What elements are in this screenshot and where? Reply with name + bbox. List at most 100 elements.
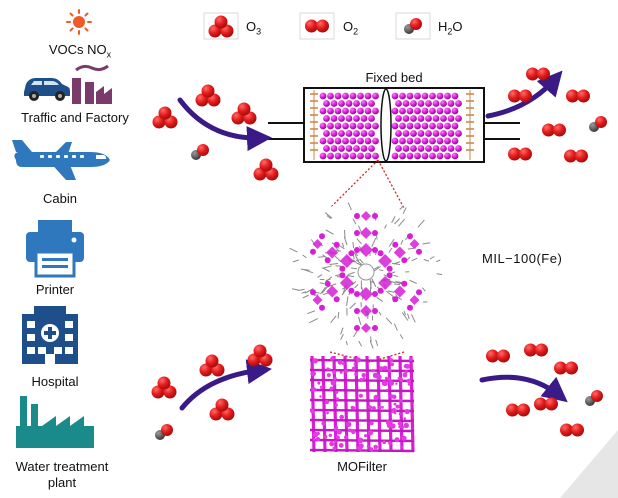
bead <box>327 137 334 145</box>
fiber-particle <box>326 373 331 378</box>
linker <box>417 219 425 228</box>
linker <box>400 239 404 245</box>
bead <box>444 92 451 100</box>
fiber-particle <box>351 366 356 371</box>
linker <box>435 259 441 263</box>
fiber-particle <box>361 373 366 378</box>
fiber-particle <box>399 378 404 382</box>
bead <box>364 92 372 100</box>
linker <box>302 254 307 259</box>
cluster <box>339 276 354 290</box>
bead <box>364 107 372 115</box>
fiber-particle <box>354 372 359 377</box>
fiber-particle <box>403 422 409 429</box>
bead <box>360 115 368 122</box>
bead <box>327 107 334 115</box>
cluster-node <box>319 304 325 311</box>
bead <box>345 115 353 122</box>
cluster-node <box>348 287 355 294</box>
bead <box>330 130 338 137</box>
cluster-node <box>354 230 360 236</box>
linker <box>391 216 396 223</box>
cluster <box>359 243 373 257</box>
fiber-particle <box>353 362 357 366</box>
mof-clusters <box>310 211 422 333</box>
cluster <box>359 287 373 301</box>
bead <box>334 107 342 115</box>
linker <box>340 327 344 335</box>
legend-o2-label: O2 <box>343 19 359 37</box>
bead <box>372 107 379 115</box>
fiber-horizontal <box>309 418 415 423</box>
fiber-particle <box>393 402 397 406</box>
fiber-particle <box>407 382 411 386</box>
fiber-particle <box>323 434 328 439</box>
bead <box>349 137 357 145</box>
bead <box>319 92 327 100</box>
linker <box>344 229 346 239</box>
fiber-particle <box>338 443 344 448</box>
cluster-node <box>324 257 331 264</box>
bead <box>353 115 360 122</box>
linker <box>351 281 357 286</box>
bead <box>368 130 375 137</box>
linker <box>347 271 355 275</box>
linker <box>398 218 405 227</box>
cluster <box>326 285 339 298</box>
bead <box>417 100 425 107</box>
fiber-particle <box>390 423 396 429</box>
fiber-particle <box>312 358 318 364</box>
fiber-particle <box>395 404 400 409</box>
mofilter-fibers <box>309 355 415 453</box>
fiber-particle <box>333 376 337 381</box>
bead <box>440 100 447 107</box>
bead <box>323 115 330 122</box>
linker <box>371 278 377 288</box>
bead <box>429 107 436 115</box>
cluster-node <box>407 233 413 240</box>
fiber-particle <box>395 382 398 385</box>
fiber-particle <box>388 380 395 386</box>
linker <box>373 266 380 270</box>
linker <box>297 288 305 291</box>
fiber-horizontal <box>309 368 415 373</box>
bead <box>372 122 379 130</box>
bead <box>447 145 455 152</box>
cluster-node <box>310 248 316 255</box>
fiber-particle <box>321 421 327 426</box>
linker <box>308 318 319 324</box>
fiber-particle <box>329 386 334 391</box>
traffic-factory-label: Traffic and Factory <box>21 110 129 125</box>
cluster-node <box>372 230 378 236</box>
bead <box>353 130 360 137</box>
bead <box>391 137 399 145</box>
bead <box>451 107 459 115</box>
linker <box>388 238 395 247</box>
linker <box>340 333 344 341</box>
legend-o3-molecule <box>208 15 234 38</box>
linker <box>302 294 310 299</box>
fixed-bed-reactor <box>268 87 520 163</box>
fiber-particle <box>350 405 355 410</box>
linker <box>429 256 435 260</box>
linker <box>358 340 363 347</box>
bead <box>432 115 440 122</box>
cluster-node <box>386 272 393 279</box>
fiber-particle <box>398 412 402 416</box>
fiber-particle <box>369 421 374 426</box>
fiber-particle <box>384 376 388 380</box>
fiber-vertical <box>376 355 382 453</box>
bead <box>372 137 379 145</box>
bead <box>323 100 330 107</box>
fiber-particle <box>368 405 373 410</box>
bead <box>357 137 364 145</box>
bead <box>364 122 372 130</box>
printer-icon <box>26 220 84 278</box>
cluster-node <box>319 233 325 240</box>
bead <box>334 122 342 130</box>
cluster-node <box>348 250 355 257</box>
linker <box>403 311 406 316</box>
bead <box>399 137 406 145</box>
cluster-node <box>354 325 360 331</box>
